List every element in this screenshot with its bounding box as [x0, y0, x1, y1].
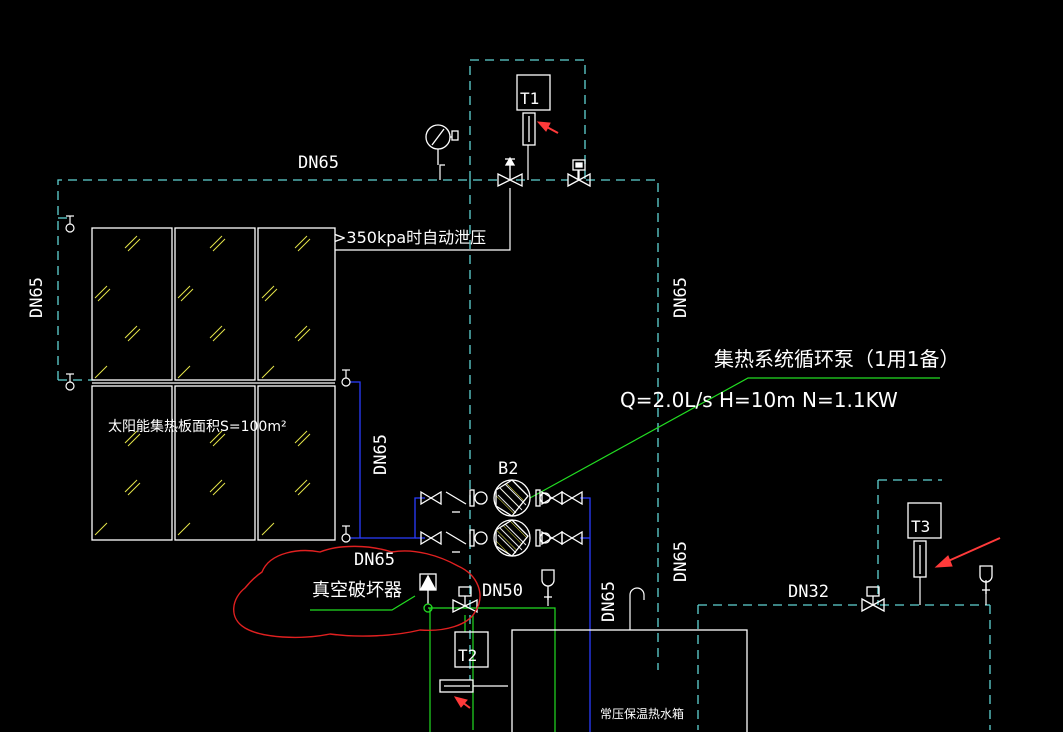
dn65-right-lower-label: DN65 — [671, 541, 691, 582]
solar-collector-array — [91, 227, 336, 541]
gate-valve-icon — [420, 490, 583, 546]
green-pipes — [310, 377, 940, 732]
cold-return-pipes — [350, 381, 591, 732]
dn50-label: DN50 — [482, 581, 523, 601]
temperature-sensor-t2 — [439, 631, 489, 693]
vacuum-breaker-icon — [419, 573, 437, 604]
dn65-tank-label: DN65 — [599, 581, 619, 622]
tank-label: 常压保温热水箱 — [600, 706, 684, 721]
dn65-blue-label: DN65 — [371, 434, 391, 475]
pump-icon — [493, 479, 531, 557]
vacuum-breaker-label: 真空破坏器 — [312, 580, 402, 601]
check-valve-icon — [445, 489, 551, 553]
white-lines — [335, 145, 987, 687]
relief-valve-icon — [497, 156, 523, 188]
pressure-gauge-icon — [425, 124, 459, 165]
solenoid-valve-icon — [861, 586, 885, 613]
red-arrow-icon — [453, 121, 1001, 709]
dn65-bottom-label: DN65 — [354, 550, 395, 570]
air-vent-icon — [541, 565, 993, 600]
pump-spec: Q=2.0L/s H=10m N=1.1KW — [620, 388, 898, 412]
collector-area-label: 太阳能集热板面积S=100m² — [108, 418, 287, 435]
pump-group — [420, 479, 583, 557]
dn65-right-upper-label: DN65 — [671, 277, 691, 318]
pump-tag: B2 — [498, 459, 518, 479]
junction-point — [423, 603, 433, 613]
dn32-label: DN32 — [788, 582, 829, 602]
solenoid-valve-icon — [567, 159, 591, 188]
solenoid-valve-icon — [452, 586, 478, 614]
dn65-left-label: DN65 — [27, 277, 47, 318]
hot-water-tank — [511, 629, 748, 732]
t3-label: T3 — [911, 517, 930, 536]
temperature-sensor-t1 — [516, 74, 551, 146]
dn65-top-label: DN65 — [298, 153, 339, 173]
hot-water-pipes — [57, 59, 991, 730]
t2-label: T2 — [458, 646, 477, 665]
revision-cloud — [233, 545, 481, 639]
pump-title: 集热系统循环泵（1用1备） — [714, 347, 959, 371]
relief-note: >350kpa时自动泄压 — [333, 228, 486, 247]
temperature-sensor-t3 — [907, 502, 942, 578]
air-vent-icon — [65, 215, 351, 543]
t1-label: T1 — [520, 89, 539, 108]
